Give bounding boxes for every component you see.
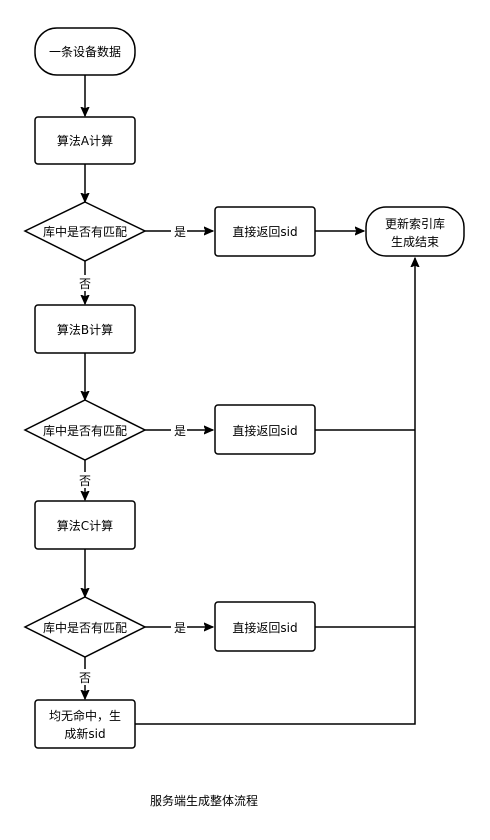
compute-c-node: 算法C计算 [34, 500, 136, 550]
no-label-b: 否 [79, 474, 91, 488]
diagram-caption: 服务端生成整体流程 [150, 793, 258, 808]
yes-label-a: 是 [174, 225, 186, 239]
decision-c-node: 库中是否有匹配 [23, 596, 147, 658]
no-label-a: 否 [79, 277, 91, 291]
result-b-text: 直接返回sid [232, 423, 297, 438]
result-b-node: 直接返回sid [214, 404, 316, 455]
compute-b-node: 算法B计算 [34, 304, 136, 354]
no-match-text-line2: 成新sid [64, 726, 105, 741]
yes-label-b: 是 [174, 424, 186, 438]
compute-b-text: 算法B计算 [57, 322, 113, 337]
edges [85, 75, 415, 725]
no-match-text-line1: 均无命中，生 [49, 708, 121, 723]
result-a-text: 直接返回sid [232, 224, 297, 239]
result-c-node: 直接返回sid [214, 601, 316, 652]
end-node: 更新索引库 生成结束 [365, 206, 465, 257]
compute-a-text: 算法A计算 [57, 133, 113, 148]
decision-c-text: 库中是否有匹配 [43, 620, 127, 635]
result-a-node: 直接返回sid [214, 206, 316, 257]
yes-label-c: 是 [174, 621, 186, 635]
edge-labels: 是 否 是 否 是 否 [77, 223, 187, 685]
decision-b-text: 库中是否有匹配 [43, 423, 127, 438]
start-node: 一条设备数据 [34, 27, 136, 76]
compute-c-text: 算法C计算 [57, 518, 113, 533]
result-c-text: 直接返回sid [232, 620, 297, 635]
decision-b-node: 库中是否有匹配 [23, 399, 147, 461]
edge-no-match-to-end [135, 258, 415, 725]
no-match-node: 均无命中，生 成新sid [34, 699, 136, 749]
start-node-text: 一条设备数据 [49, 44, 121, 59]
decision-a-node: 库中是否有匹配 [23, 201, 147, 262]
end-node-text-line2: 生成结束 [391, 235, 439, 249]
no-label-c: 否 [79, 671, 91, 685]
compute-a-node: 算法A计算 [34, 116, 136, 165]
decision-a-text: 库中是否有匹配 [43, 224, 127, 239]
end-node-text-line1: 更新索引库 [385, 216, 445, 231]
